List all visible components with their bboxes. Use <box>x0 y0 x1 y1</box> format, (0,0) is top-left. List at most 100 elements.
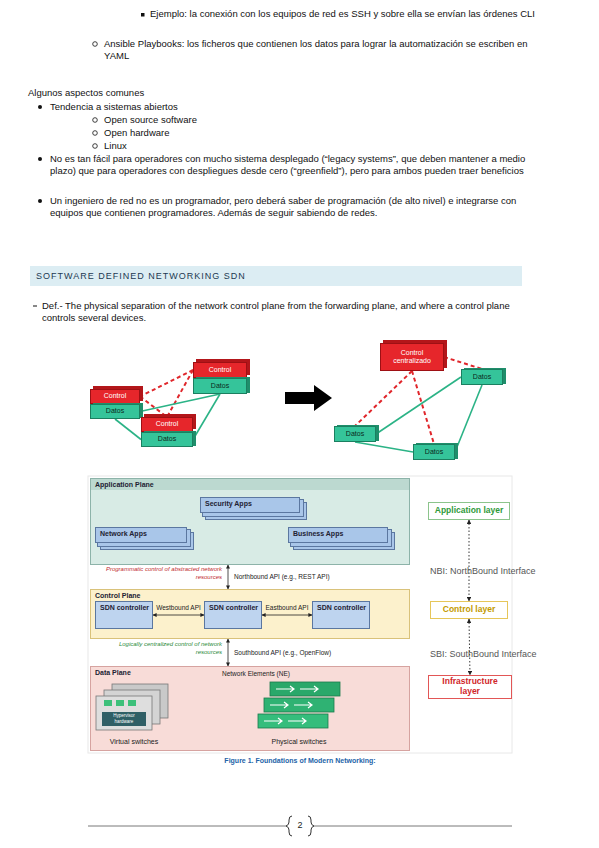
circle-bullet <box>93 131 98 136</box>
layer-box: Infrastructure layer <box>428 675 512 699</box>
vswitch-chip <box>104 700 112 706</box>
footer-brace <box>286 816 292 836</box>
dashed-connector <box>444 357 482 369</box>
bullet-text: No es tan fácil para operadores con much… <box>50 153 540 177</box>
connector <box>455 385 482 452</box>
component-label: Virtual switches <box>94 737 174 746</box>
controller-box: SDN controller <box>312 601 370 629</box>
node-text: Application layer <box>435 506 504 516</box>
bullet-text: Ejemplo: la conexión con los equipos de … <box>150 8 540 20</box>
node-text: Control <box>156 420 179 428</box>
connector <box>193 394 220 440</box>
data-box: Datos <box>90 404 140 419</box>
switch-arrows <box>264 686 318 724</box>
circle-bullet <box>93 144 98 149</box>
node-text: Application Plane <box>95 481 154 488</box>
node-text: Control <box>104 392 127 400</box>
connector <box>376 377 461 434</box>
data-box: Datos <box>461 369 503 385</box>
dashed-connector <box>469 520 470 601</box>
app-box: Network Apps <box>95 527 187 543</box>
app-box: Business Apps <box>288 527 388 543</box>
connector <box>153 615 204 616</box>
node-text: Datos <box>158 435 176 443</box>
transition-arrow <box>285 385 332 411</box>
layer-box: Control layer <box>430 601 508 619</box>
data-plane-fill <box>90 666 410 751</box>
node-text: Control centralizado <box>384 349 440 365</box>
data-box: Datos <box>141 432 193 447</box>
application-plane-band: Application PlaneSecurity AppsNetwork Ap… <box>90 478 410 565</box>
sub-bullet-text: Open hardware <box>104 127 404 139</box>
node-text: Datos <box>425 448 443 456</box>
node-text: Datos <box>346 430 364 438</box>
node-text: Control layer <box>443 605 495 615</box>
data-box: Datos <box>413 444 455 460</box>
application-plane-header <box>90 478 410 490</box>
node-text: Datos <box>211 382 229 390</box>
figure-frame <box>88 476 512 753</box>
control-plane-band: Control PlaneSDN controller SDN controlle… <box>90 589 410 639</box>
connector <box>228 565 229 589</box>
interface-label: NBI: NorthBound Interface <box>430 566 560 577</box>
vswitch-chip <box>128 700 136 706</box>
node-text: Datos <box>473 373 491 381</box>
dashed-connector <box>355 371 412 426</box>
edge-label: Eastbound API <box>265 604 308 612</box>
section-heading: SOFTWARE DEFINED NETWORKING SDN <box>30 266 522 286</box>
control-plane-fill <box>90 589 410 639</box>
interface-label: SBI: SouthBound Interface <box>430 649 560 660</box>
control-box: Control <box>193 362 247 378</box>
sub-bullet-text: Linux <box>104 140 404 152</box>
controller-box: SDN controller <box>95 601 153 629</box>
square-bullet <box>141 13 145 17</box>
connector <box>262 615 312 616</box>
node-text: SDN controller <box>100 604 149 612</box>
node-text: SDN controller <box>209 604 258 612</box>
edge-label: Southbound API (e.g., OpenFlow) <box>234 649 331 657</box>
node-text: Control Plane <box>95 592 141 599</box>
connector <box>140 394 220 412</box>
circle-bullet <box>93 42 98 47</box>
connector <box>228 639 229 666</box>
dot-bullet <box>38 105 42 109</box>
node-text: SDN controller <box>317 604 366 612</box>
dot-bullet <box>38 157 42 161</box>
layer-box: Application layer <box>428 502 510 520</box>
central-control-box: Control centralizado <box>380 343 444 371</box>
edge-label: Westbound API <box>156 604 201 612</box>
bullet-text: Tendencia a sistemas abiertos <box>50 101 450 113</box>
node-text: Network Apps <box>100 530 147 538</box>
data-box: Datos <box>193 378 247 394</box>
control-box: Control <box>141 417 193 432</box>
dot-bullet <box>38 199 42 203</box>
footer-brace <box>308 816 314 836</box>
control-box: Control <box>90 389 140 404</box>
node-text: Infrastructure layer <box>432 677 508 697</box>
app-box: Security Apps <box>200 497 300 513</box>
server-icon <box>96 696 152 730</box>
connector <box>355 442 413 452</box>
sub-bullet-text: Open source software <box>104 114 404 126</box>
controller-box: SDN controller <box>204 601 262 629</box>
dashed-connector <box>469 619 470 675</box>
node-text: Security Apps <box>205 500 252 508</box>
annotation: Logically centralized control of network… <box>100 641 222 656</box>
edge-label: Northbound API (e.g., REST API) <box>234 573 330 581</box>
node-text: Control <box>209 366 232 374</box>
annotation: Programmatic control of abstracted netwo… <box>100 566 222 581</box>
group-label: Network Elements (NE) <box>222 670 312 678</box>
definition-text: Def.- The physical separation of the net… <box>42 300 542 324</box>
figure-caption: Figure 1. Foundations of Modern Networki… <box>130 756 470 765</box>
section-intro: Algunos aspectos comunes <box>28 87 328 99</box>
footer-rule <box>88 826 286 827</box>
node-text: Data Plane <box>95 669 131 676</box>
page-number: 2 <box>290 820 310 831</box>
node-text: Datos <box>106 407 124 415</box>
footer-rule <box>314 826 512 827</box>
bullet-text: Un ingeniero de red no es un programador… <box>50 195 540 219</box>
connector <box>115 419 141 440</box>
component-label: Hypervisor hardware <box>104 713 144 724</box>
dash-bullet <box>33 306 37 307</box>
